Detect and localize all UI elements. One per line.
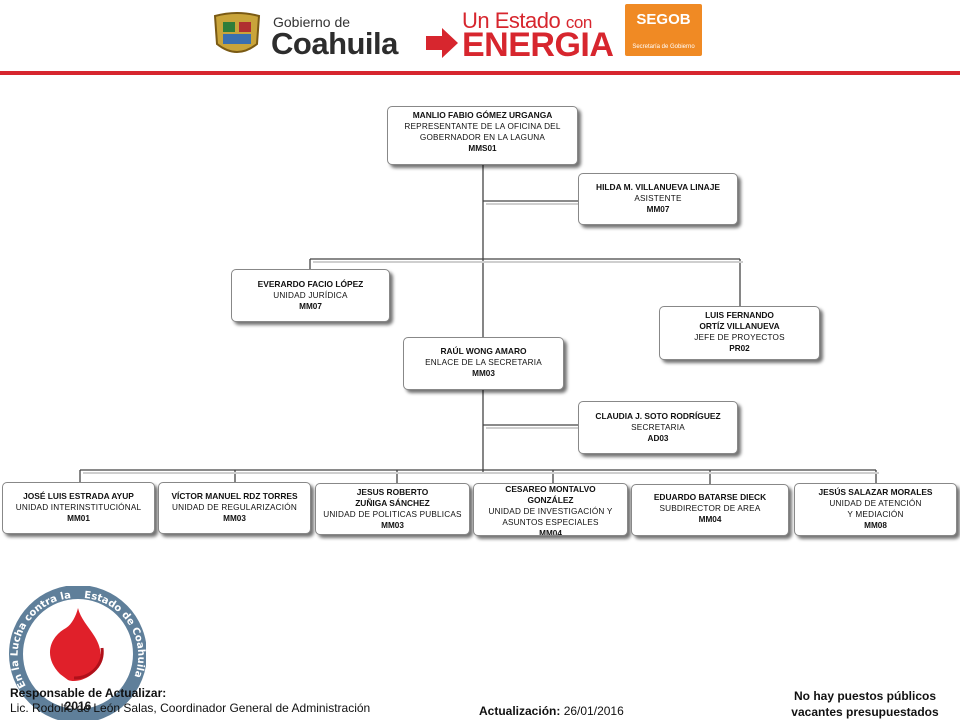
unit-role: UNIDAD DE INVESTIGACIÓN Y ASUNTOS ESPECI…: [488, 507, 613, 527]
seal-year: 2016: [65, 699, 92, 713]
secretaria-code: AD03: [647, 434, 669, 443]
org-box-assistant: HILDA M. VILLANUEVA LINAJE ASISTENTE MM0…: [578, 173, 738, 225]
assistant-code: MM07: [646, 205, 670, 214]
gobierno-big-text: Coahuila: [271, 26, 398, 61]
org-box-proyectos: LUIS FERNANDO ORTÍZ VILLANUEVA JEFE DE P…: [659, 306, 820, 360]
actualizacion-label: Actualización:: [479, 704, 561, 718]
unit-code: MM01: [67, 514, 90, 523]
juridica-name: EVERARDO FACIO LÓPEZ: [257, 279, 364, 289]
unit-role: UNIDAD DE ATENCIÓN Y MEDIACIÓN: [829, 499, 922, 519]
unit-code: MM03: [223, 514, 246, 523]
secretaria-role: SECRETARIA: [631, 423, 685, 432]
unit-name: VÍCTOR MANUEL RDZ TORRES: [171, 491, 298, 501]
org-box-secretaria: CLAUDIA J. SOTO RODRÍGUEZ SECRETARIA AD0…: [578, 401, 738, 454]
unit-code: MM08: [864, 521, 887, 530]
org-box-unit-investigacion: CESAREO MONTALVO GONZÁLEZ UNIDAD DE INVE…: [473, 483, 628, 536]
slogan-bottom: ENERGIA: [462, 26, 614, 64]
proyectos-code: PR02: [729, 344, 750, 353]
segob-logo: SEGOB Secretaría de Gobierno: [625, 4, 702, 56]
enlace-code: MM03: [472, 369, 495, 378]
page-header: Gobierno de Coahuila Un Estado con ENERG…: [0, 0, 960, 75]
proyectos-name: LUIS FERNANDO ORTÍZ VILLANUEVA: [699, 310, 780, 331]
unit-name: JESUS ROBERTO ZUÑIGA SÁNCHEZ: [355, 487, 430, 508]
gobierno-small-text: Gobierno de: [273, 14, 351, 30]
slogan-top: Un Estado con: [462, 8, 592, 33]
assistant-role: ASISTENTE: [634, 194, 682, 203]
actualizacion: Actualización: 26/01/2016: [479, 704, 624, 718]
vacantes-note: No hay puestos públicos vacantes presupu…: [791, 689, 939, 719]
unit-name: JOSÉ LUIS ESTRADA AYUP: [23, 491, 134, 501]
coahuila-coat-of-arms-icon: [213, 12, 261, 53]
responsable-label: Responsable de Actualizar:: [10, 686, 167, 700]
unit-role: SUBDIRECTOR DE AREA: [659, 504, 761, 513]
org-box-enlace: RAÚL WONG AMARO ENLACE DE LA SECRETARIA …: [403, 337, 564, 390]
energia-arrow-icon: [426, 28, 458, 58]
header-red-rule: [0, 71, 960, 75]
org-box-unit-politicas: JESUS ROBERTO ZUÑIGA SÁNCHEZ UNIDAD DE P…: [315, 483, 470, 535]
diabetes-campaign-seal-icon: En la Lucha contra la Diabetes Estado de…: [8, 586, 146, 720]
org-box-unit-regularizacion: VÍCTOR MANUEL RDZ TORRES UNIDAD DE REGUL…: [158, 482, 311, 534]
enlace-role: ENLACE DE LA SECRETARIA: [425, 358, 542, 367]
unit-role: UNIDAD DE POLITICAS PUBLICAS: [323, 510, 462, 519]
unit-code: MM04: [539, 529, 562, 536]
org-box-unit-subdirector: EDUARDO BATARSE DIECK SUBDIRECTOR DE ARE…: [631, 484, 789, 536]
secretaria-name: CLAUDIA J. SOTO RODRÍGUEZ: [595, 411, 721, 421]
responsable-name: Lic. Rodolfo de León Salas, Coordinador …: [10, 701, 371, 715]
actualizacion-date: 26/01/2016: [563, 704, 624, 718]
juridica-code: MM07: [299, 302, 322, 311]
unit-name: JESÚS SALAZAR MORALES: [818, 487, 933, 497]
segob-subtitle: Secretaría de Gobierno: [632, 44, 695, 50]
unit-name: CESAREO MONTALVO GONZÁLEZ: [505, 484, 596, 505]
unit-role: UNIDAD DE REGULARIZACIÓN: [172, 503, 297, 512]
unit-code: MM04: [698, 515, 722, 524]
unit-role: UNIDAD INTERINSTITUCIÓNAL: [15, 503, 142, 512]
unit-code: MM03: [381, 521, 404, 530]
proyectos-role: JEFE DE PROYECTOS: [694, 333, 785, 342]
unit-name: EDUARDO BATARSE DIECK: [653, 492, 767, 502]
enlace-name: RAÚL WONG AMARO: [440, 346, 527, 356]
org-box-unit-interinstitucional: JOSÉ LUIS ESTRADA AYUP UNIDAD INTERINSTI…: [2, 482, 155, 534]
assistant-name: HILDA M. VILLANUEVA LINAJE: [596, 182, 720, 192]
head-role: REPRESENTANTE DE LA OFICINA DEL GOBERNAD…: [404, 122, 561, 142]
head-code: MMS01: [468, 144, 497, 153]
head-name: MANLIO FABIO GÓMEZ URGANGA: [412, 110, 553, 120]
org-box-unit-mediacion: JESÚS SALAZAR MORALES UNIDAD DE ATENCIÓN…: [794, 483, 957, 536]
org-box-head: MANLIO FABIO GÓMEZ URGANGA REPRESENTANTE…: [387, 106, 578, 165]
segob-title: SEGOB: [636, 11, 691, 28]
juridica-role: UNIDAD JURÍDICA: [273, 291, 348, 300]
org-box-juridica: EVERARDO FACIO LÓPEZ UNIDAD JURÍDICA MM0…: [231, 269, 390, 322]
